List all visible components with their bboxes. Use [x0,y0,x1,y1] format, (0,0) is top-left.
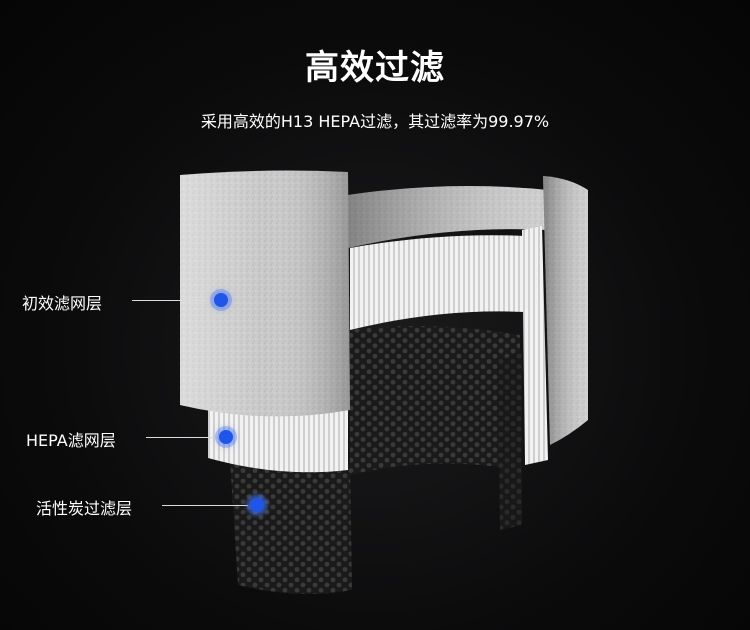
callout-line-hepa [146,437,218,438]
layer-label-carbon: 活性炭过滤层 [36,499,133,518]
marker-dot-icon [214,293,228,307]
callout-line-primary [132,300,212,301]
layer-label-hepa: HEPA滤网层 [26,431,116,450]
page-subtitle: 采用高效的H13 HEPA过滤，其过滤率为99.97% [200,112,550,131]
marker-dot-icon [250,498,264,512]
callout-line-carbon [162,505,248,506]
layer-label-primary: 初效滤网层 [22,294,103,313]
page-title: 高效过滤 [305,48,445,88]
marker-dot-icon [219,430,233,444]
